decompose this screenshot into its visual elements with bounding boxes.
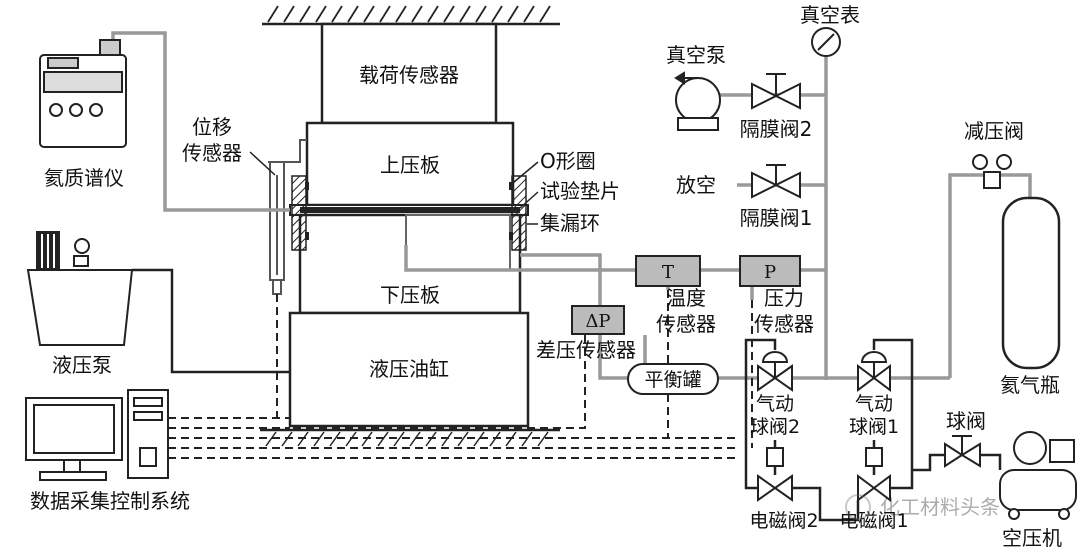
hydraulic-line (132, 268, 290, 374)
ball-valve-label: 球阀 (946, 409, 986, 433)
air-control-lines (744, 338, 1002, 522)
o-ring-right-bottom (509, 232, 513, 240)
temperature-sensor: T (635, 255, 701, 287)
vacuum-pump (674, 71, 721, 131)
displacement-label-2: 传感器 (182, 141, 242, 165)
test-gasket-assembly (289, 204, 529, 216)
pressure-sensor-label-2: 传感器 (754, 312, 814, 336)
load-sensor-label: 载荷传感器 (359, 63, 459, 87)
o-ring-left-bottom (305, 232, 309, 240)
temperature-box-letter: T (662, 262, 674, 283)
helium-cylinder-label: 氦气瓶 (1000, 373, 1060, 397)
pressure-box-letter: P (764, 262, 776, 283)
pneumatic-ball-valve-2-label-a: 气动 (756, 393, 794, 415)
pressure-reducing-valve (972, 154, 1012, 189)
air-compressor (999, 431, 1077, 520)
air-compressor-label: 空压机 (1002, 526, 1062, 550)
o-ring-label: O形圈 (540, 149, 596, 173)
pneumatic-ball-valve-2-label-b: 球阀2 (750, 416, 800, 438)
helium-ms-label: 氦质谱仪 (44, 166, 124, 190)
diaphragm-valve-2-label: 隔膜阀2 (740, 117, 813, 141)
vacuum-pump-label: 真空泵 (666, 43, 726, 67)
hydraulic-pump (26, 231, 134, 346)
pneumatic-ball-valve-2 (757, 351, 793, 392)
watermark-text: 化工材料头条 (880, 495, 1000, 519)
upper-plate: 上压板 (305, 121, 515, 207)
test-gasket-label: 试验垫片 (540, 179, 620, 203)
leak-ring-label: 集漏环 (540, 211, 600, 235)
balance-tank: 平衡罐 (627, 363, 719, 395)
hydraulic-cylinder: 液压油缸 (288, 311, 530, 428)
helium-mass-spectrometer (39, 39, 127, 148)
pneumatic-ball-valve-1-label-a: 气动 (855, 393, 893, 415)
vent-label: 放空 (676, 173, 716, 197)
ceiling-support (262, 5, 560, 26)
lower-plate: 下压板 (298, 213, 522, 315)
diaphragm-valve-1-label: 隔膜阀1 (740, 206, 813, 230)
load-sensor: 载荷传感器 (320, 22, 498, 125)
watermark: 化工材料头条 (845, 494, 1000, 520)
signal-lines (168, 290, 753, 459)
vacuum-gauge-label: 真空表 (800, 3, 860, 27)
displacement-sensor (268, 139, 307, 295)
solenoid-coils (766, 447, 883, 467)
diff-pressure-box-letter: ΔP (585, 311, 610, 332)
solenoid-valve-1 (857, 474, 891, 502)
daq-system-label: 数据采集控制系统 (30, 489, 190, 513)
leak-ring (291, 175, 527, 251)
pneumatic-ball-valve-1-label-b: 球阀1 (849, 416, 899, 438)
displacement-label-1: 位移 (192, 115, 232, 139)
pressure-reducing-valve-label: 减压阀 (964, 119, 1024, 143)
hydraulic-cylinder-label: 液压油缸 (369, 357, 449, 381)
temperature-sensor-label-1: 温度 (666, 286, 706, 310)
solenoid-valve-1-label: 电磁阀1 (839, 510, 908, 532)
pressure-sensor-label-1: 压力 (764, 286, 804, 310)
helium-cylinder (1001, 196, 1061, 370)
daq-computer (25, 389, 169, 481)
diaphragm-valve-1 (751, 164, 801, 199)
diaphragm-valve-2 (751, 73, 801, 110)
diff-pressure-sensor: ΔP (571, 305, 625, 335)
pressure-sensor: P (739, 255, 801, 287)
lower-plate-label: 下压板 (380, 283, 440, 307)
o-ring-right-top (509, 182, 513, 190)
pneumatic-ball-valve-1 (857, 351, 891, 392)
solenoid-valve-2 (757, 474, 793, 502)
diff-pressure-sensor-label: 差压传感器 (536, 338, 636, 362)
hydraulic-pump-label: 液压泵 (52, 353, 112, 377)
vacuum-gauge: 真空表 (800, 3, 860, 57)
temperature-sensor-label-2: 传感器 (656, 312, 716, 336)
balance-tank-label: 平衡罐 (644, 369, 701, 391)
solenoid-valve-2-label: 电磁阀2 (749, 510, 818, 532)
o-ring-left-top (305, 182, 309, 190)
ball-valve (944, 435, 981, 468)
upper-plate-label: 上压板 (380, 153, 440, 177)
